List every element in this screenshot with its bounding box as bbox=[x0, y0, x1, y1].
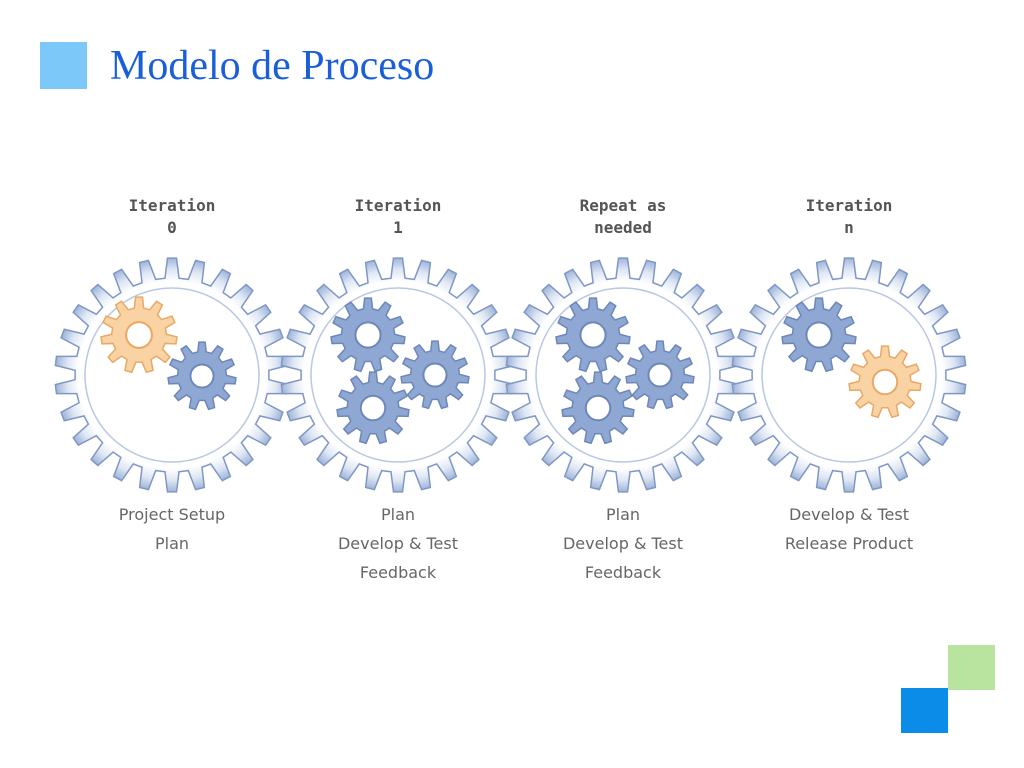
caption-line-1: Project Setup bbox=[118, 505, 226, 524]
gear-hole bbox=[584, 394, 612, 422]
caption-line-1: Plan bbox=[380, 505, 416, 524]
gear-hole bbox=[354, 321, 382, 349]
iteration-heading: Repeat as needed bbox=[503, 195, 743, 239]
caption-line-2: Develop & Test bbox=[562, 534, 684, 553]
caption-line-2: Plan bbox=[154, 534, 190, 553]
caption-line-2: Develop & Test bbox=[337, 534, 459, 553]
gear-cluster-icon bbox=[54, 257, 290, 493]
iteration-0: Iteration 0 Project Setup Plan bbox=[52, 195, 292, 595]
caption-line-1: Plan bbox=[605, 505, 641, 524]
deco-green-square bbox=[948, 645, 995, 690]
gear-cluster-icon bbox=[280, 257, 516, 493]
gear-hole bbox=[125, 321, 153, 349]
heading-line-2: needed bbox=[594, 218, 652, 237]
gear-cluster-icon bbox=[731, 257, 967, 493]
caption-line-3: Feedback bbox=[584, 563, 662, 582]
caption-line-2: Release Product bbox=[784, 534, 914, 553]
iteration-caption: Plan Develop & Test Feedback bbox=[278, 500, 518, 587]
gear-hole bbox=[647, 362, 673, 388]
heading-line-1: Iteration bbox=[354, 196, 442, 215]
caption-line-1: Develop & Test bbox=[788, 505, 910, 524]
gear-cluster-icon bbox=[505, 257, 741, 493]
gear-hole bbox=[422, 362, 448, 388]
iteration-caption: Project Setup Plan bbox=[52, 500, 292, 558]
caption-line-3: Feedback bbox=[359, 563, 437, 582]
iteration-caption: Develop & Test Release Product bbox=[729, 500, 969, 558]
big-gear-hub bbox=[84, 287, 260, 463]
heading-line-1: Repeat as bbox=[579, 196, 667, 215]
gear-hole bbox=[805, 321, 833, 349]
heading-line-2: n bbox=[844, 218, 854, 237]
iteration-1: Iteration 1 Plan Develop & Test Feedback bbox=[278, 195, 518, 595]
gear-hole bbox=[189, 363, 215, 389]
gear-hole bbox=[871, 368, 899, 396]
page-title: Modelo de Proceso bbox=[110, 43, 435, 89]
gear-hole bbox=[359, 394, 387, 422]
iteration-heading: Iteration 1 bbox=[278, 195, 518, 239]
heading-line-2: 1 bbox=[393, 218, 403, 237]
gear-hole bbox=[579, 321, 607, 349]
heading-line-1: Iteration bbox=[805, 196, 893, 215]
heading-line-1: Iteration bbox=[128, 196, 216, 215]
iteration-n: Iteration n Develop & Test Release Produ… bbox=[729, 195, 969, 595]
heading-line-2: 0 bbox=[167, 218, 177, 237]
title-square-icon bbox=[40, 42, 87, 89]
iteration-repeat: Repeat as needed Plan Develop & Test Fee… bbox=[503, 195, 743, 595]
deco-blue-square bbox=[901, 688, 948, 733]
iteration-heading: Iteration 0 bbox=[52, 195, 292, 239]
iteration-heading: Iteration n bbox=[729, 195, 969, 239]
iteration-caption: Plan Develop & Test Feedback bbox=[503, 500, 743, 587]
